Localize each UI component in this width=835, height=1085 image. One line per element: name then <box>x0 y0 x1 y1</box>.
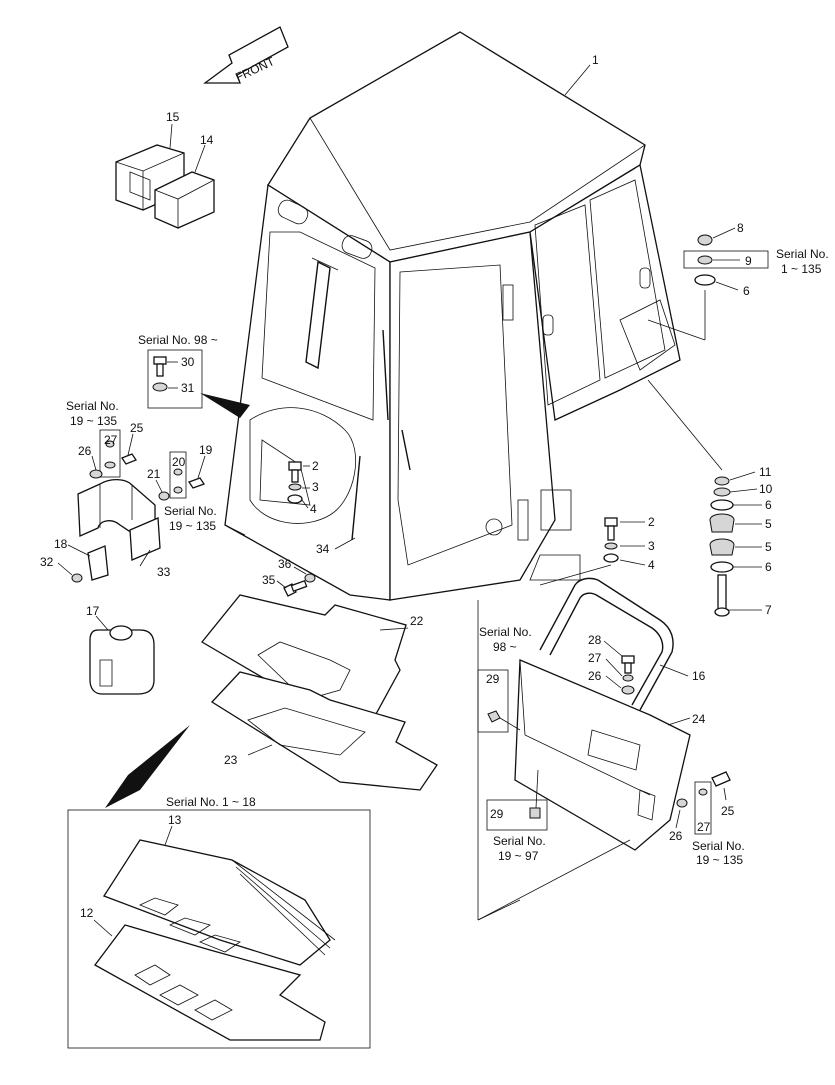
callout-3-right: 3 <box>648 539 655 553</box>
callout-13: 13 <box>168 813 182 827</box>
callout-7: 7 <box>765 603 772 617</box>
callout-35: 35 <box>262 573 276 587</box>
callout-4-left: 4 <box>310 502 317 516</box>
mount-stack <box>647 379 762 617</box>
callout-2-left: 2 <box>312 459 319 473</box>
bolt-30-31 <box>147 349 203 409</box>
callout-16: 16 <box>692 669 706 683</box>
callout-5-a: 5 <box>765 517 772 531</box>
callout-19: 19 <box>199 443 213 457</box>
callout-17: 17 <box>86 604 100 618</box>
callout-9: 9 <box>745 254 752 268</box>
callout-27-mid: 27 <box>588 651 602 665</box>
callout-3-left: 3 <box>312 480 319 494</box>
callout-28: 28 <box>588 633 602 647</box>
bolt-28 <box>603 640 635 695</box>
callout-8: 8 <box>737 221 744 235</box>
callout-26-left: 26 <box>78 444 92 458</box>
callout-10: 10 <box>759 482 773 496</box>
callout-33: 33 <box>157 565 171 579</box>
callout-20: 20 <box>172 455 186 469</box>
serial-bottom-19-97-1: Serial No. <box>493 834 546 848</box>
top-mount-hardware <box>647 227 769 341</box>
callout-36: 36 <box>278 557 292 571</box>
serial-top-right-1: Serial No. <box>776 247 829 261</box>
front-arrow: FRONT <box>203 26 289 84</box>
callout-11: 11 <box>759 465 772 479</box>
callout-25-left: 25 <box>130 421 144 435</box>
callout-18: 18 <box>54 537 68 551</box>
callout-15: 15 <box>166 110 180 124</box>
left-bracket <box>57 429 206 583</box>
callout-31: 31 <box>181 381 195 395</box>
inset-mat-13 <box>103 825 336 966</box>
leader-1 <box>564 64 591 96</box>
serial-mid-19-1: Serial No. <box>164 504 217 518</box>
callout-27-right: 27 <box>697 820 711 834</box>
callout-14: 14 <box>200 133 214 147</box>
floor-mat-23 <box>210 671 438 791</box>
callout-22: 22 <box>410 614 424 628</box>
inset-title: Serial No. 1 ~ 18 <box>166 795 256 809</box>
box-29-bottom <box>486 799 548 831</box>
serial-bottom-19-97-2: 19 ~ 97 <box>498 849 539 863</box>
serial-bottom-19-135-2: 19 ~ 135 <box>696 853 743 867</box>
serial-left-19-2: 19 ~ 135 <box>70 414 117 428</box>
callout-4-right: 4 <box>648 558 655 572</box>
serial-left-19-1: Serial No. <box>66 399 119 413</box>
callout-1: 1 <box>592 53 599 67</box>
callout-26-mid: 26 <box>588 669 602 683</box>
callout-32: 32 <box>40 555 54 569</box>
inset-mat-12 <box>93 919 326 1041</box>
callout-2-right: 2 <box>648 515 655 529</box>
bolt-35-36 <box>283 573 316 597</box>
panel-24 <box>477 600 691 921</box>
callout-5-b: 5 <box>765 540 772 554</box>
serial-mid-19-2: 19 ~ 135 <box>169 519 216 533</box>
inset-pointer <box>105 725 190 808</box>
serial-right-98-2: 98 ~ <box>493 640 517 654</box>
callout-29-bottom: 29 <box>490 807 504 821</box>
callout-26-right: 26 <box>669 829 683 843</box>
bolt-set-circle <box>287 461 310 509</box>
callout-12: 12 <box>80 906 94 920</box>
callout-29-top: 29 <box>486 672 500 686</box>
callout-27-left: 27 <box>104 433 118 447</box>
callout-6-top: 6 <box>743 284 750 298</box>
bolt-set-right <box>539 517 646 586</box>
inset-box <box>67 809 371 1049</box>
callout-23: 23 <box>224 753 238 767</box>
container-17 <box>89 615 155 695</box>
detail-circle <box>200 393 357 524</box>
callout-21: 21 <box>147 467 161 481</box>
callout-34: 34 <box>316 542 330 556</box>
block-14 <box>154 171 215 229</box>
serial-right-98-1: Serial No. <box>479 625 532 639</box>
hardware-25-26-27-right <box>675 771 731 835</box>
serial-left-98: Serial No. 98 ~ <box>138 333 218 347</box>
serial-bottom-19-135-1: Serial No. <box>692 839 745 853</box>
callout-6-a: 6 <box>765 498 772 512</box>
callout-24: 24 <box>692 712 706 726</box>
frame-16 <box>539 577 689 711</box>
callout-6-b: 6 <box>765 560 772 574</box>
callout-25-right: 25 <box>721 804 735 818</box>
callout-30: 30 <box>181 355 195 369</box>
serial-top-right-2: 1 ~ 135 <box>781 262 822 276</box>
cab-body <box>224 31 681 601</box>
